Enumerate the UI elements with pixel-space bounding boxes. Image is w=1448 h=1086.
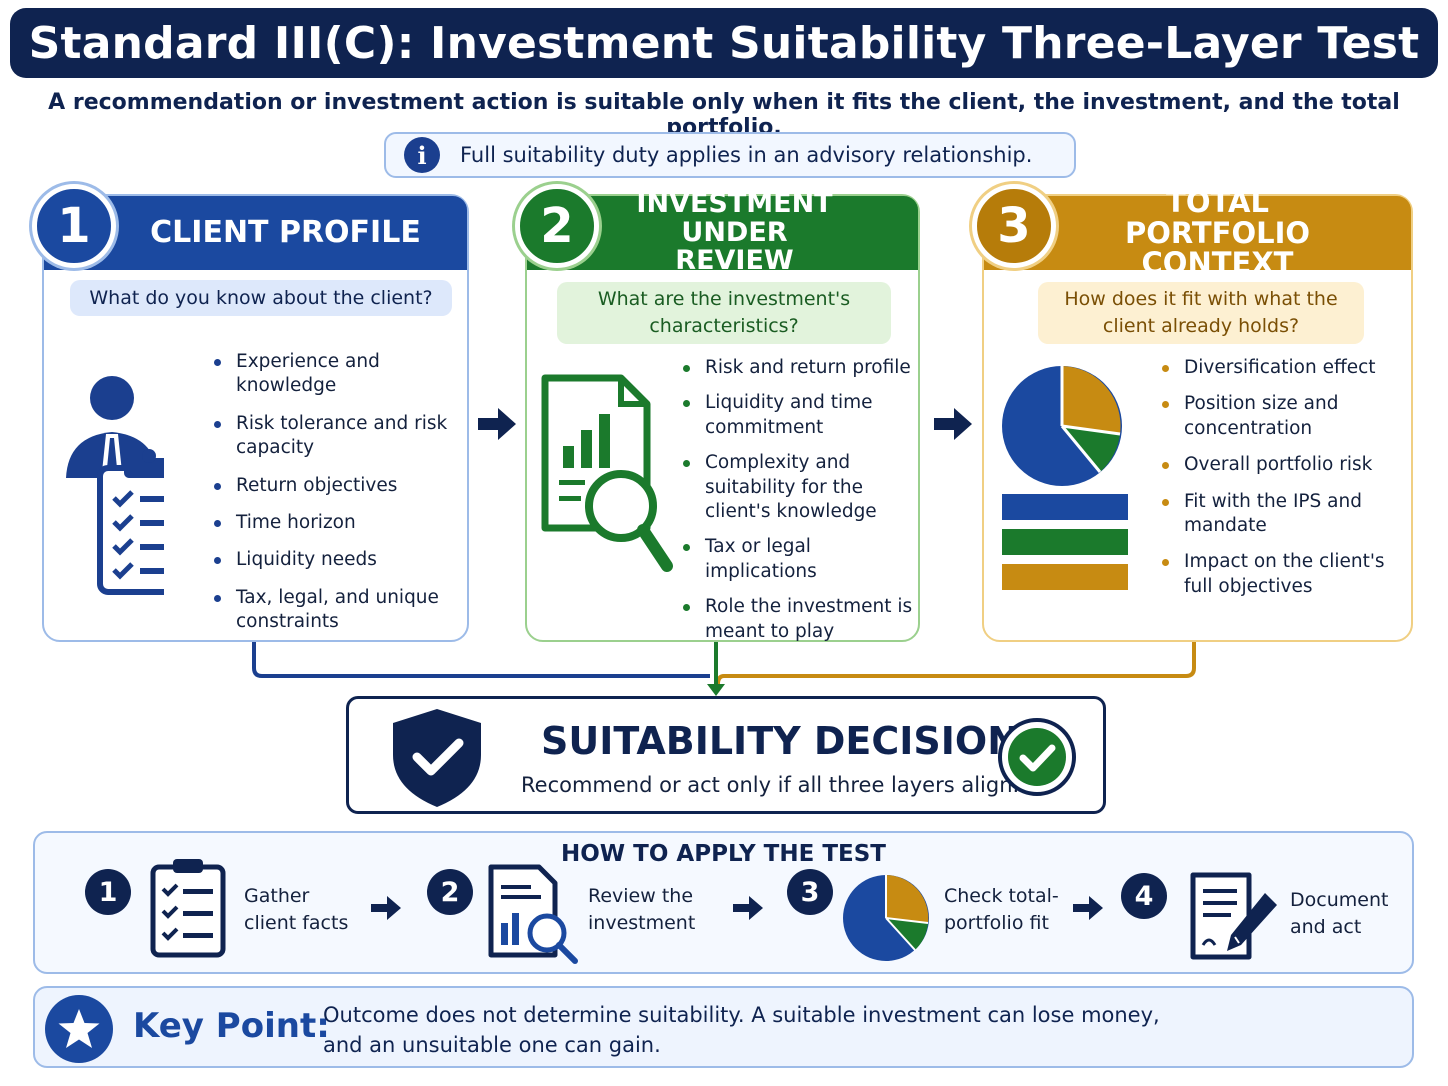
list-item: Diversification effect [1162, 356, 1402, 380]
layer-number-badge: 2 [515, 184, 599, 268]
decision-title: SUITABILITY DECISION [541, 719, 1020, 763]
list-item: Liquidity and time commitment [683, 391, 913, 440]
key-point-text: Outcome does not determine suitability. … [323, 1001, 1160, 1061]
step-label: Check total-portfolio fit [944, 885, 1059, 934]
suitability-decision-box: SUITABILITY DECISION Recommend or act on… [346, 696, 1106, 814]
list-item: Overall portfolio risk [1162, 453, 1402, 477]
layer-card-client-profile: CLIENT PROFILE 1 What do you know about … [32, 184, 469, 642]
list-item: Impact on the client's full objectives [1162, 550, 1402, 599]
list-item: Time horizon [214, 511, 464, 535]
document-magnifier-icon [541, 374, 673, 572]
layer-card-investment: INVESTMENT UNDER REVIEW 2 What are the i… [515, 184, 920, 644]
list-item: Complexity and suitability for the clien… [683, 451, 913, 524]
layer-bullets: Risk and return profile Liquidity and ti… [683, 356, 913, 644]
page-title: Standard III(C): Investment Suitability … [28, 17, 1420, 69]
step-number: 2 [427, 869, 473, 915]
list-item: Liquidity needs [214, 548, 464, 572]
list-item: Tax, legal, and unique constraints [214, 586, 464, 635]
key-point-panel: Key Point: Outcome does not determine su… [33, 986, 1414, 1068]
how-to-apply-panel: HOW TO APPLY THE TEST 1 Gather client fa… [33, 831, 1414, 974]
list-item: Risk tolerance and risk capacity [214, 412, 464, 461]
title-bar: Standard III(C): Investment Suitability … [10, 8, 1438, 78]
subtitle: A recommendation or investment action is… [48, 90, 1400, 140]
layer-question: What do you know about the client? [70, 280, 452, 316]
pie-chart-icon [1002, 366, 1128, 590]
step-label: Review the investment [588, 885, 696, 934]
layer-title: INVESTMENT UNDER REVIEW [636, 188, 833, 277]
layer-title: TOTAL PORTFOLIO CONTEXT [1124, 185, 1311, 281]
arrow-right-icon [1073, 896, 1103, 920]
shield-check-icon [393, 709, 481, 807]
list-item: Risk and return profile [683, 356, 913, 380]
list-item: Role the investment is meant to play [683, 595, 913, 644]
step-number: 3 [787, 869, 833, 915]
info-text: Full suitability duty applies in an advi… [460, 143, 1033, 167]
layer-card-portfolio: TOTAL PORTFOLIO CONTEXT 3 How does it fi… [972, 184, 1413, 642]
step-label: Gather client facts [244, 885, 349, 934]
list-item: Return objectives [214, 474, 464, 498]
layer-title: CLIENT PROFILE [150, 215, 421, 251]
decision-text: Recommend or act only if all three layer… [521, 773, 1020, 797]
pie-chart-icon [843, 875, 929, 961]
key-point-line: and an unsuitable one can gain. [323, 1032, 661, 1057]
arrow-right-icon [934, 408, 972, 440]
list-item: Position size and concentration [1162, 392, 1402, 441]
clipboard-icon [150, 859, 226, 958]
arrow-right-icon [478, 408, 516, 440]
connector-lines [252, 642, 1196, 696]
info-icon: i [404, 137, 440, 173]
document-chart-icon [488, 864, 578, 964]
layer-number-badge: 3 [972, 184, 1056, 268]
client-clipboard-icon [66, 376, 164, 595]
list-item: Experience and knowledge [214, 350, 464, 399]
key-point-label: Key Point: [133, 1006, 330, 1046]
info-banner: i Full suitability duty applies in an ad… [384, 132, 1076, 178]
list-item: Fit with the IPS and mandate [1162, 490, 1402, 539]
layer-bullets: Experience and knowledge Risk tolerance … [214, 350, 464, 635]
layer-bullets: Diversification effect Position size and… [1162, 356, 1402, 599]
step-label: Document and act [1290, 889, 1389, 938]
layer-question: How does it fit with what the client alr… [1038, 282, 1364, 344]
step-number: 4 [1121, 873, 1167, 919]
document-pen-icon [1190, 872, 1277, 960]
apply-title: HOW TO APPLY THE TEST [561, 841, 886, 867]
arrow-right-icon [733, 896, 763, 920]
list-item: Tax or legal implications [683, 535, 913, 584]
check-circle-icon [998, 718, 1076, 796]
key-point-line: Outcome does not determine suitability. … [323, 1003, 1160, 1027]
step-number: 1 [85, 869, 131, 915]
layer-question: What are the investment's characteristic… [557, 282, 891, 344]
layer-number-badge: 1 [32, 184, 116, 268]
star-icon [45, 995, 113, 1063]
arrow-right-icon [371, 896, 401, 920]
